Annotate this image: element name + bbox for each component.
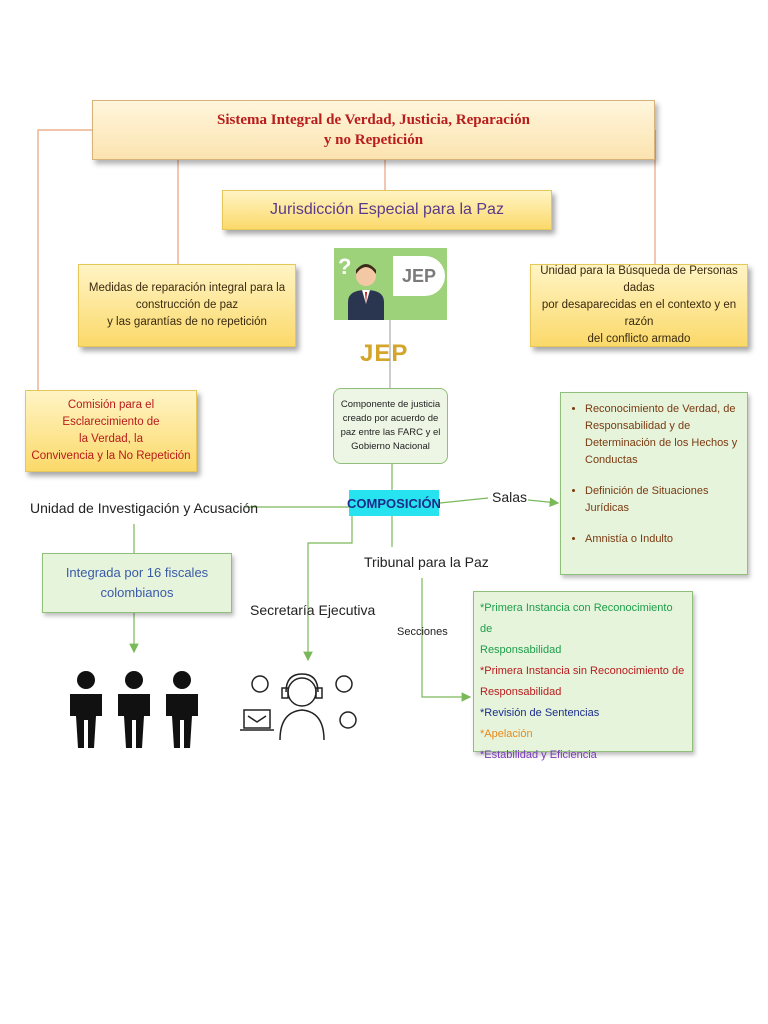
seccion-line-1: *Primera Instancia con Reconocimiento de bbox=[480, 602, 673, 635]
person-figure-icon bbox=[118, 671, 150, 748]
seccion-line-6: *Apelación bbox=[480, 728, 533, 740]
unidad-busqueda-line-3: del conflicto armado bbox=[587, 333, 691, 345]
comision-line-2: la Verdad, la bbox=[79, 433, 143, 445]
componente-line-3: paz entre las FARC y el bbox=[340, 427, 441, 438]
unidad-investigacion-label: Unidad de Investigación y Acusación bbox=[30, 500, 259, 516]
fiscales-line-2: colombianos bbox=[100, 585, 174, 600]
tribunal-label: Tribunal para la Paz bbox=[364, 554, 489, 570]
jep-logo-text: JEP bbox=[401, 265, 437, 286]
comision-line-1: Comisión para el Esclarecimiento de bbox=[62, 399, 160, 428]
salas-list-box: Reconocimiento de Verdad, de Responsabil… bbox=[560, 392, 748, 575]
support-agent-icon bbox=[240, 673, 357, 741]
medidas-box: Medidas de reparación integral para la c… bbox=[78, 264, 296, 347]
seccion-line-7: *Estabilidad y Eficiencia bbox=[480, 749, 597, 761]
title-line-1: Sistema Integral de Verdad, Justicia, Re… bbox=[217, 112, 530, 128]
componente-line-1: Componente de justicia bbox=[340, 399, 441, 410]
title-line-2: y no Repetición bbox=[323, 132, 424, 148]
jurisdiccion-label: Jurisdicción Especial para la Paz bbox=[270, 201, 504, 218]
jep-logo: JEP bbox=[393, 256, 445, 296]
seccion-line-3: *Primera Instancia sin Reconocimiento de bbox=[480, 665, 685, 677]
componente-line-4: Gobierno Nacional bbox=[351, 441, 430, 452]
comision-line-3: Convivencia y la No Repetición bbox=[31, 450, 191, 462]
secretaria-label: Secretaría Ejecutiva bbox=[250, 602, 376, 618]
comision-box: Comisión para el Esclarecimiento de la V… bbox=[25, 390, 197, 472]
medidas-line-3: y las garantías de no repetición bbox=[107, 316, 267, 328]
medidas-line-1: Medidas de reparación integral para la bbox=[88, 282, 286, 294]
person-figure-icon bbox=[70, 671, 102, 748]
secciones-label: Secciones bbox=[397, 626, 448, 638]
salas-item-2: Definición de Situaciones Jurídicas bbox=[585, 483, 741, 517]
seccion-line-4: Responsabilidad bbox=[480, 686, 562, 698]
composicion-label: COMPOSICIÓN bbox=[347, 490, 441, 516]
unidad-busqueda-line-1: Unidad para la Búsqueda de Personas dada… bbox=[540, 265, 738, 294]
person-avatar-icon bbox=[348, 264, 384, 320]
seccion-line-2: Responsabilidad bbox=[480, 644, 562, 656]
jurisdiccion-box: Jurisdicción Especial para la Paz bbox=[222, 190, 552, 230]
fiscales-box: Integrada por 16 fiscales colombianos bbox=[42, 553, 232, 613]
fiscales-people-icons bbox=[70, 671, 198, 748]
salas-label: Salas bbox=[492, 489, 528, 505]
title-box: Sistema Integral de Verdad, Justicia, Re… bbox=[92, 100, 655, 160]
seccion-line-5: *Revisión de Sentencias bbox=[480, 707, 600, 719]
salas-item-3: Amnistía o Indulto bbox=[585, 531, 741, 548]
componente-box: Componente de justicia creado por acuerd… bbox=[333, 388, 448, 464]
person-figure-icon bbox=[166, 671, 198, 748]
secciones-box: *Primera Instancia con Reconocimiento de… bbox=[473, 591, 693, 761]
question-mark-icon: ? bbox=[338, 254, 352, 279]
fiscales-line-1: Integrada por 16 fiscales bbox=[65, 565, 209, 580]
unidad-busqueda-box: Unidad para la Búsqueda de Personas dada… bbox=[530, 264, 748, 347]
unidad-busqueda-line-2: por desaparecidas en el contexto y en ra… bbox=[541, 299, 737, 328]
medidas-line-2: construcción de paz bbox=[135, 299, 239, 311]
jep-label: JEP bbox=[360, 340, 409, 367]
salas-item-1: Reconocimiento de Verdad, de Responsabil… bbox=[585, 401, 741, 469]
componente-line-2: creado por acuerdo de bbox=[342, 413, 439, 424]
